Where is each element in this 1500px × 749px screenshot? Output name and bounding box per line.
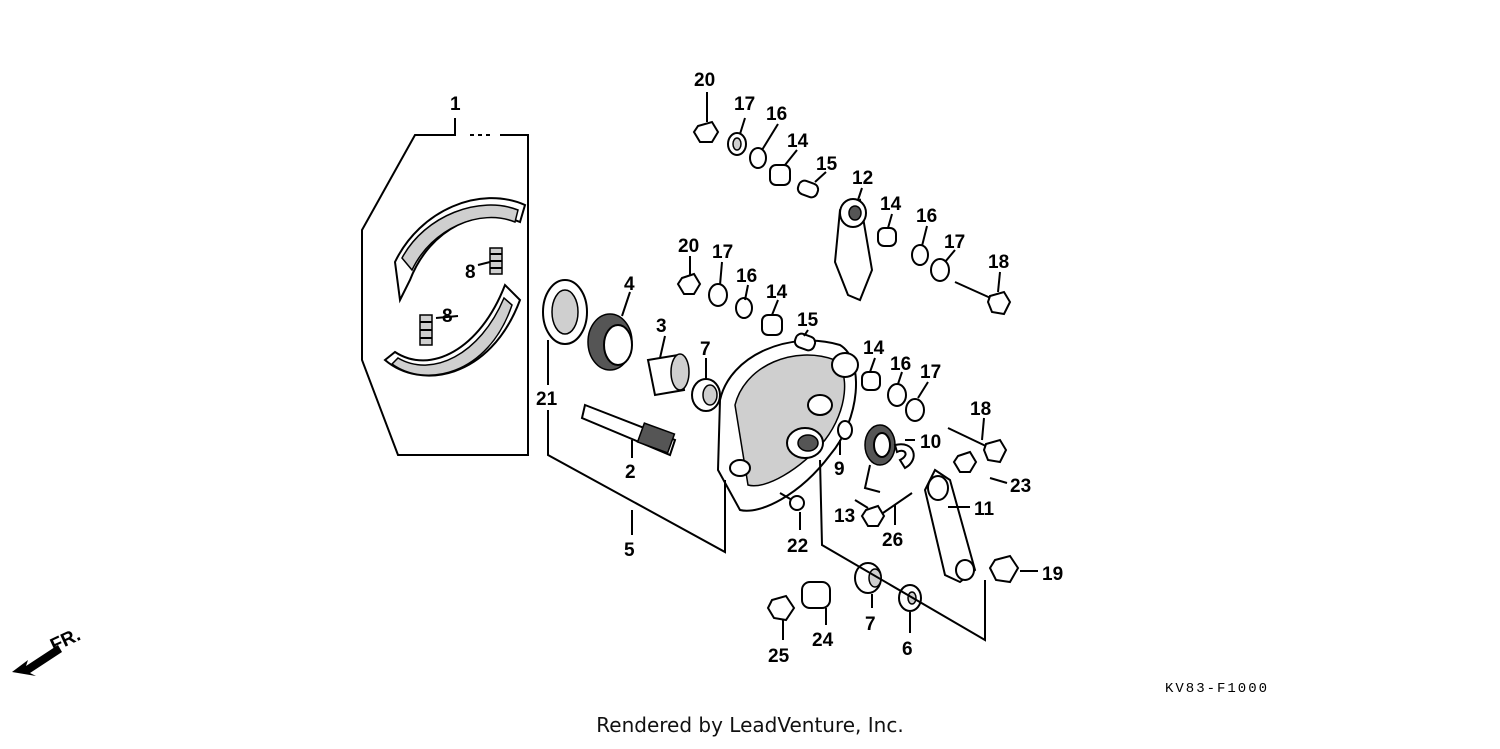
- washer-middle-3[interactable]: [887, 383, 907, 407]
- callout-18a[interactable]: 18: [988, 252, 1009, 273]
- callout-17a[interactable]: 17: [734, 94, 755, 115]
- washer-middle-2[interactable]: [735, 297, 753, 319]
- callout-26[interactable]: 26: [882, 530, 903, 551]
- collar-24[interactable]: [801, 581, 831, 609]
- callout-12[interactable]: 12: [852, 168, 873, 189]
- callout-1[interactable]: 1: [450, 94, 461, 115]
- callout-16a[interactable]: 16: [766, 104, 787, 125]
- brake-shoe-upper[interactable]: [393, 197, 527, 304]
- callout-2[interactable]: 2: [625, 462, 636, 483]
- return-spring[interactable]: [863, 424, 896, 493]
- callout-7b[interactable]: 7: [865, 614, 876, 635]
- shaft[interactable]: [580, 403, 677, 457]
- bushing-middle[interactable]: [761, 314, 783, 336]
- footer-credit: Rendered by LeadVenture, Inc.: [596, 713, 904, 737]
- callout-14b[interactable]: 14: [880, 194, 902, 215]
- bolt-22[interactable]: [779, 492, 805, 511]
- callout-8b[interactable]: 8: [442, 306, 453, 327]
- callout-8a[interactable]: 8: [465, 262, 476, 283]
- callout-14d[interactable]: 14: [863, 338, 885, 359]
- leader-lines: [435, 92, 1038, 642]
- washer-upper-3[interactable]: [911, 244, 929, 266]
- brake-shoe-lower[interactable]: [383, 283, 522, 377]
- callout-14a[interactable]: 14: [787, 131, 809, 152]
- front-direction-arrow: FR.: [12, 625, 84, 676]
- bolt-middle[interactable]: [947, 427, 1008, 464]
- callout-17d[interactable]: 17: [920, 362, 941, 383]
- callout-24[interactable]: 24: [812, 630, 834, 651]
- bushing-upper-2[interactable]: [877, 227, 897, 247]
- collar-small[interactable]: [691, 378, 721, 412]
- gear[interactable]: [587, 313, 633, 371]
- washer-9[interactable]: [837, 420, 853, 440]
- arm-link-upper[interactable]: [833, 198, 874, 302]
- callout-15a[interactable]: 15: [816, 154, 838, 175]
- nut-23[interactable]: [952, 450, 978, 473]
- callout-13[interactable]: 13: [834, 506, 855, 527]
- brake-panel[interactable]: [716, 339, 859, 512]
- washer-upper-4[interactable]: [930, 258, 950, 282]
- callout-17c[interactable]: 17: [712, 242, 733, 263]
- bolt-upper[interactable]: [954, 281, 1012, 316]
- nut-upper[interactable]: [692, 120, 720, 143]
- callout-19[interactable]: 19: [1042, 564, 1063, 585]
- washer-upper[interactable]: [727, 132, 747, 156]
- drawing-code: KV83-F1000: [1165, 681, 1269, 697]
- bushing-middle-2[interactable]: [861, 371, 881, 391]
- callout-16b[interactable]: 16: [916, 206, 937, 227]
- callout-16c[interactable]: 16: [736, 266, 757, 287]
- callout-23[interactable]: 23: [1010, 476, 1031, 497]
- callout-9[interactable]: 9: [834, 459, 845, 480]
- callout-21[interactable]: 21: [536, 389, 558, 410]
- callout-16d[interactable]: 16: [890, 354, 911, 375]
- brake-shoe-group-bracket: [361, 118, 529, 456]
- callout-20a[interactable]: 20: [694, 70, 715, 91]
- callout-17b[interactable]: 17: [944, 232, 965, 253]
- nut-middle[interactable]: [676, 272, 702, 295]
- callout-22[interactable]: 22: [787, 536, 808, 557]
- nut-25[interactable]: [766, 594, 796, 622]
- washer-middle-4[interactable]: [905, 398, 925, 422]
- indicator-plate[interactable]: [893, 443, 915, 470]
- callout-20b[interactable]: 20: [678, 236, 699, 257]
- callout-14c[interactable]: 14: [766, 282, 788, 303]
- bolt-26[interactable]: [860, 492, 913, 527]
- spring-lower[interactable]: [419, 314, 433, 346]
- oil-seal[interactable]: [542, 279, 588, 345]
- washer-upper-2[interactable]: [749, 147, 767, 169]
- callout-7a[interactable]: 7: [700, 339, 711, 360]
- callout-6[interactable]: 6: [902, 639, 913, 660]
- callout-5[interactable]: 5: [624, 540, 635, 561]
- pin-upper[interactable]: [796, 179, 820, 199]
- bushing-upper[interactable]: [769, 164, 791, 186]
- callout-15b[interactable]: 15: [797, 310, 819, 331]
- nut-19[interactable]: [988, 554, 1020, 584]
- collar[interactable]: [646, 353, 690, 397]
- callouts: 1 2 3 4 5 6 7 7 8 8 9 10 11 12 13 14 14 …: [442, 70, 1063, 667]
- washer-middle[interactable]: [708, 283, 728, 307]
- callout-10[interactable]: 10: [920, 432, 941, 453]
- pin-middle[interactable]: [793, 332, 817, 352]
- brake-arm[interactable]: [923, 468, 977, 584]
- spring-upper[interactable]: [489, 247, 503, 275]
- callout-11[interactable]: 11: [974, 499, 995, 520]
- washer-6[interactable]: [898, 584, 922, 612]
- callout-3[interactable]: 3: [656, 316, 667, 337]
- callout-4[interactable]: 4: [624, 274, 635, 295]
- callout-25[interactable]: 25: [768, 646, 790, 667]
- callout-18b[interactable]: 18: [970, 399, 991, 420]
